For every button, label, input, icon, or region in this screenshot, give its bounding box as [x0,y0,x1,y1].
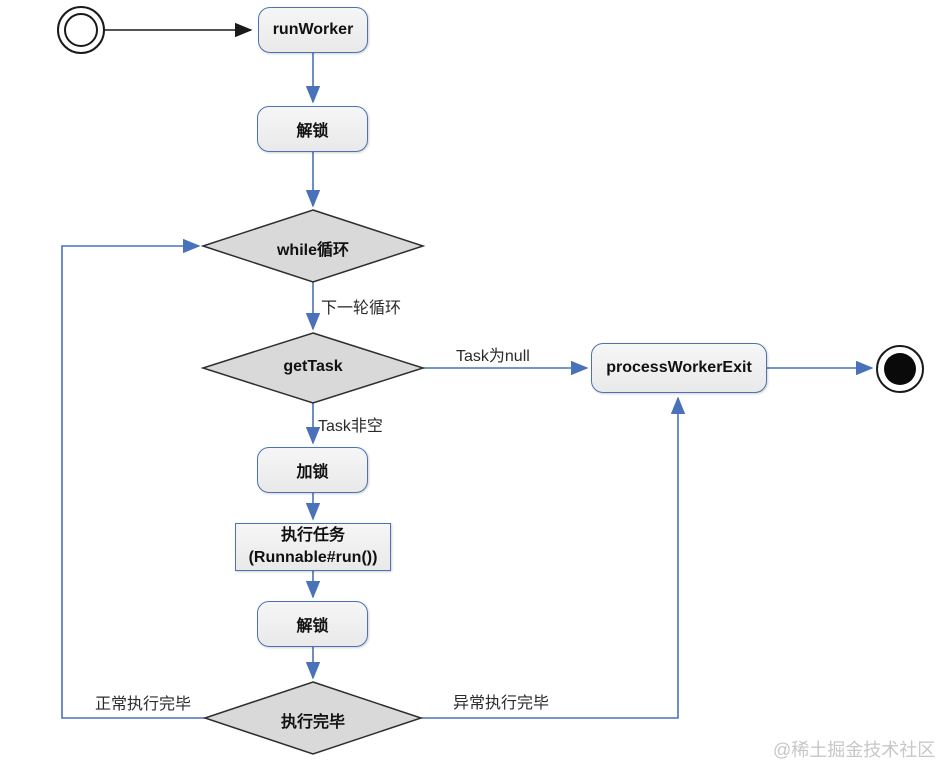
watermark-text: @稀土掘金技术社区 [773,740,936,760]
decision-while-loop-label: while循环 [276,242,349,259]
node-runworker-label: runWorker [272,21,354,38]
edge-label-next-loop: 下一轮循环 [321,300,402,317]
decision-gettask-shape [200,332,426,404]
node-process-worker-exit-label: processWorkerExit [606,359,752,376]
start-node-inner-circle [64,13,98,47]
node-runworker: runWorker [258,7,368,53]
node-lock: 加锁 [257,447,368,493]
node-unlock-second: 解锁 [257,601,368,647]
node-process-worker-exit: processWorkerExit [591,343,767,393]
edge-label-task-null: Task为null [456,348,530,365]
node-lock-label: 加锁 [296,464,329,481]
decision-gettask-label: getTask [283,358,343,375]
node-run-task-label: 执行任务 (Runnable#run()) [248,527,378,566]
node-unlock-first: 解锁 [257,106,368,152]
node-unlock-first-label: 解锁 [296,123,329,140]
decision-exec-done-label: 执行完毕 [280,714,345,731]
edge-label-abnormal-finish: 异常执行完毕 [453,695,550,712]
end-node-inner-circle [884,353,916,385]
edge-done-loop-back-to-while [61,238,205,719]
decision-exec-done-shape [202,681,424,755]
node-run-task: 执行任务 (Runnable#run()) [235,523,391,571]
edge-label-task-not-null: Task非空 [318,418,383,435]
node-unlock-second-label: 解锁 [296,618,329,635]
decision-while-loop-shape [200,209,426,283]
edge-done-to-processworkerexit [421,396,686,719]
edge-label-normal-finish: 正常执行完毕 [95,696,192,713]
